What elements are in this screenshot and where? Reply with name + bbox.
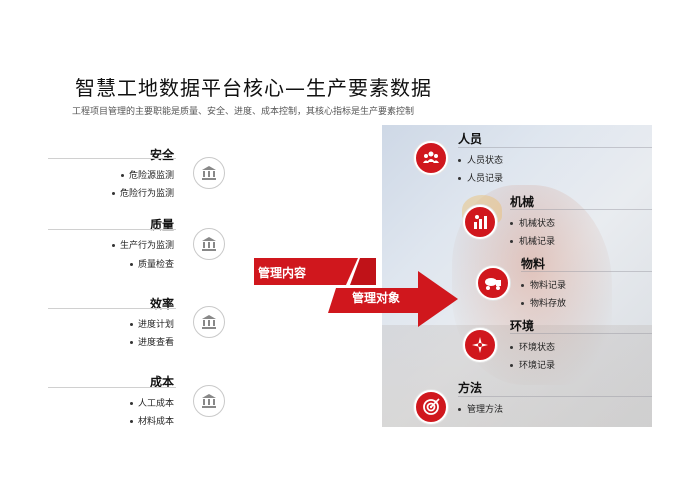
right-group-item: 物料存放 bbox=[521, 296, 566, 309]
right-group-item: 管理方法 bbox=[458, 402, 503, 415]
right-group-divider bbox=[510, 209, 652, 210]
right-group-title-environment: 环境 bbox=[510, 319, 535, 333]
left-group-divider bbox=[48, 229, 176, 230]
right-group-item: 机械状态 bbox=[510, 216, 555, 229]
left-group-item: 生产行为监测 bbox=[54, 238, 174, 251]
bank-icon bbox=[193, 306, 225, 338]
left-group-title-efficiency: 效率 bbox=[149, 297, 174, 311]
left-group-divider bbox=[48, 158, 176, 159]
right-group-item: 物料记录 bbox=[521, 278, 566, 291]
machinery-icon bbox=[463, 205, 497, 239]
left-group-divider bbox=[48, 387, 176, 388]
left-group-item: 进度计划 bbox=[54, 317, 174, 330]
arrow-label-left: 管理内容 bbox=[258, 266, 307, 280]
left-group-item: 质量检查 bbox=[54, 257, 174, 270]
people-icon bbox=[414, 141, 448, 175]
compass-icon bbox=[463, 328, 497, 362]
right-group-title-personnel: 人员 bbox=[458, 132, 483, 146]
right-group-divider bbox=[521, 271, 652, 272]
left-group-item: 危险行为监测 bbox=[54, 186, 174, 199]
right-group-title-materials: 物料 bbox=[521, 257, 546, 271]
right-group-item: 人员记录 bbox=[458, 171, 503, 184]
left-group-divider bbox=[48, 308, 176, 309]
left-group-title-quality: 质量 bbox=[149, 218, 174, 232]
right-group-divider bbox=[458, 396, 652, 397]
right-group-divider bbox=[458, 147, 652, 148]
left-group-title-safety: 安全 bbox=[149, 148, 174, 162]
flow-arrow bbox=[254, 258, 458, 327]
left-group-item: 危险源监测 bbox=[54, 168, 174, 181]
left-group-item: 人工成本 bbox=[54, 396, 174, 409]
arrow-label-right: 管理对象 bbox=[352, 291, 401, 305]
right-group-title-machinery: 机械 bbox=[510, 195, 535, 209]
target-icon bbox=[414, 390, 448, 424]
page-subtitle: 工程项目管理的主要职能是质量、安全、进度、成本控制，其核心指标是生产要素控制 bbox=[72, 107, 415, 117]
page-title: 智慧工地数据平台核心—生产要素数据 bbox=[75, 76, 432, 100]
bank-icon bbox=[193, 228, 225, 260]
left-group-title-cost: 成本 bbox=[149, 375, 174, 389]
right-group-divider bbox=[510, 333, 652, 334]
cement-truck-icon bbox=[476, 266, 510, 300]
right-group-item: 机械记录 bbox=[510, 234, 555, 247]
bank-icon bbox=[193, 157, 225, 189]
right-group-title-method: 方法 bbox=[458, 381, 483, 395]
left-group-item: 进度查看 bbox=[54, 335, 174, 348]
left-group-item: 材料成本 bbox=[54, 414, 174, 427]
right-group-item: 人员状态 bbox=[458, 153, 503, 166]
right-group-item: 环境状态 bbox=[510, 340, 555, 353]
right-group-item: 环境记录 bbox=[510, 358, 555, 371]
bank-icon bbox=[193, 385, 225, 417]
